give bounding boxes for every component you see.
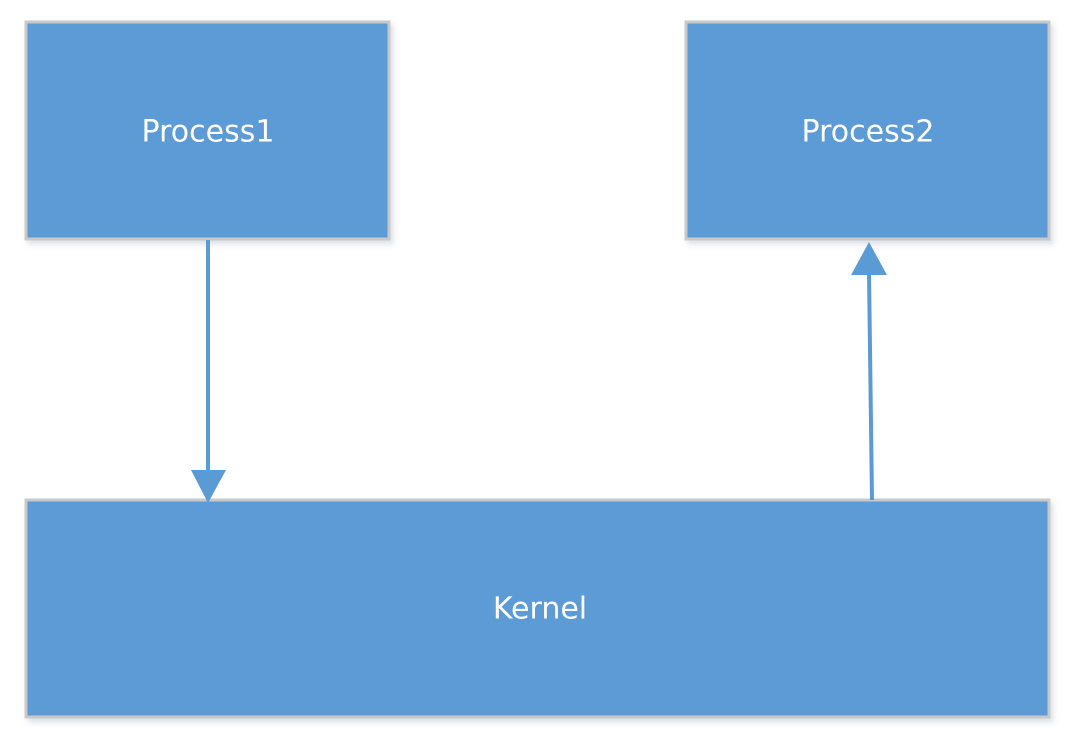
- kernel-box: [24, 498, 1051, 719]
- arrow-head-down-icon: [191, 470, 226, 503]
- process1-label: Process1: [142, 115, 275, 150]
- arrow-head-up-icon: [851, 242, 887, 275]
- kernel-node: Kernel: [24, 498, 1051, 719]
- kernel-label: Kernel: [493, 592, 587, 627]
- process2-node: Process2: [684, 20, 1051, 241]
- arrow-process1-to-kernel: [191, 240, 226, 503]
- process2-label: Process2: [802, 115, 935, 150]
- arrow-kernel-to-process2: [851, 242, 887, 501]
- process2-box: [684, 20, 1051, 241]
- process1-box: [24, 20, 391, 241]
- arrow-shaft: [867, 271, 874, 501]
- process1-node: Process1: [24, 20, 391, 241]
